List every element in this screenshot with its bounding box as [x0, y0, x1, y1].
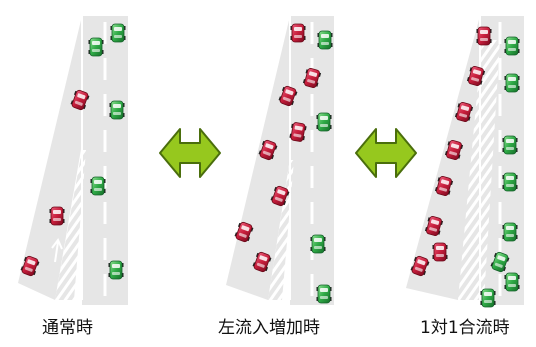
- main-road: [290, 16, 334, 305]
- green-car-icon: [88, 37, 104, 57]
- green-car-icon: [490, 251, 510, 273]
- red-car-icon: [444, 140, 464, 160]
- red-car-icon: [252, 251, 272, 273]
- red-car-icon: [432, 242, 448, 262]
- green-car-icon: [480, 288, 496, 308]
- caption-left-inflow-increase: 左流入増加時: [218, 318, 320, 338]
- green-car-icon: [504, 73, 520, 93]
- guidance-arrow: [51, 238, 63, 263]
- red-car-icon: [20, 255, 40, 277]
- red-car-icon: [466, 66, 486, 86]
- double-headed-arrow-icon: [159, 128, 221, 178]
- red-car-icon: [454, 102, 474, 122]
- red-car-icon: [302, 68, 322, 88]
- green-car-icon: [504, 272, 520, 292]
- red-car-icon: [476, 26, 492, 46]
- double-headed-arrow-icon: [355, 128, 417, 178]
- panel-left-inflow-increase: [226, 16, 334, 305]
- green-car-icon: [108, 260, 124, 280]
- panel-normal: [18, 16, 128, 305]
- red-car-icon: [290, 23, 306, 43]
- red-car-icon: [289, 122, 307, 142]
- red-car-icon: [424, 216, 444, 236]
- vehicles: [20, 23, 520, 308]
- green-car-icon: [316, 284, 332, 304]
- red-car-icon: [49, 206, 65, 226]
- green-car-icon: [504, 36, 520, 56]
- green-car-icon: [109, 100, 125, 120]
- green-car-icon: [502, 172, 518, 192]
- caption-one-to-one-merge: 1対1合流時: [420, 318, 510, 338]
- caption-normal: 通常時: [42, 318, 93, 338]
- red-car-icon: [70, 89, 90, 111]
- main-road: [82, 16, 128, 305]
- green-car-icon: [317, 30, 333, 50]
- gore-area: [55, 150, 86, 300]
- red-car-icon: [410, 255, 430, 277]
- red-car-icon: [278, 85, 298, 107]
- red-car-icon: [270, 185, 290, 207]
- green-car-icon: [110, 23, 126, 43]
- green-car-icon: [90, 176, 106, 196]
- red-car-icon: [234, 221, 254, 243]
- red-car-icon: [434, 176, 454, 196]
- green-car-icon: [316, 112, 332, 132]
- green-car-icon: [502, 222, 518, 242]
- red-car-icon: [258, 139, 278, 161]
- green-car-icon: [310, 234, 326, 254]
- green-car-icon: [502, 135, 518, 155]
